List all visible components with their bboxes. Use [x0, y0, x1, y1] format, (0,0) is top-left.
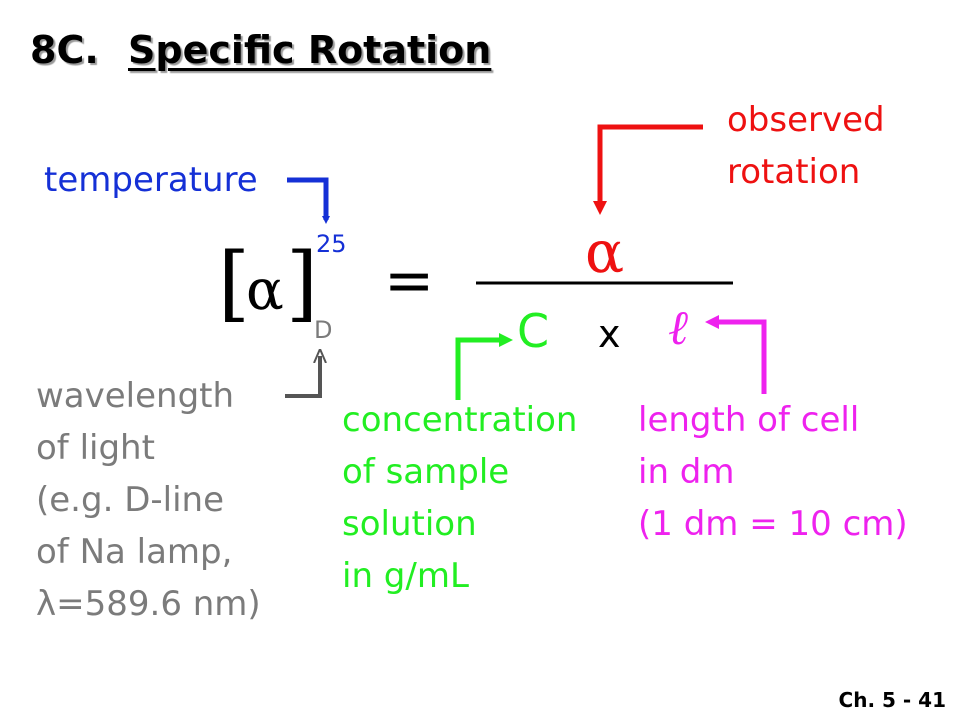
- wavelength-line: λ=589.6 nm): [36, 584, 261, 624]
- formula-equals: =: [384, 246, 435, 316]
- wavelength-arrow: [285, 356, 320, 398]
- wavelength-line: (e.g. D-line: [36, 480, 224, 520]
- length-line: in dm: [638, 452, 735, 492]
- length-label: length of cell in dm (1 dm = 10 cm): [638, 394, 908, 550]
- formula-bracket-close: ]: [286, 236, 318, 331]
- wavelength-line: of Na lamp,: [36, 532, 233, 572]
- page-title: Specific Rotation: [128, 28, 492, 72]
- length-line: (1 dm = 10 cm): [638, 504, 908, 544]
- temperature-label: temperature: [44, 160, 258, 200]
- formula-times: x: [598, 312, 621, 356]
- observed-line: observed: [727, 100, 885, 140]
- section-number: 8C.: [30, 28, 99, 72]
- concentration-line: concentration: [342, 400, 578, 440]
- wavelength-line: wavelength: [36, 376, 235, 416]
- slide-number: Ch. 5 - 41: [838, 688, 946, 712]
- formula-concentration: C: [517, 304, 550, 358]
- concentration-line: of sample: [342, 452, 510, 492]
- concentration-line: solution: [342, 504, 477, 544]
- concentration-line: in g/mL: [342, 556, 469, 596]
- length-line: length of cell: [638, 400, 860, 440]
- observed-line: rotation: [727, 152, 861, 192]
- observed-rotation-label: observed rotation: [727, 94, 885, 198]
- concentration-arrow: [455, 333, 513, 400]
- observed-rotation-arrow: [593, 124, 703, 215]
- wavelength-line: of light: [36, 428, 155, 468]
- length-arrow: [705, 315, 767, 394]
- wavelength-subscript: D: [314, 316, 333, 344]
- formula-alpha-lhs: α: [246, 258, 284, 323]
- temperature-arrow: [287, 177, 330, 224]
- formula-alpha-numerator: α: [585, 218, 625, 286]
- temperature-superscript: 25: [316, 230, 347, 258]
- formula-bracket-open: [: [218, 236, 250, 331]
- formula-length: ℓ: [668, 300, 688, 356]
- concentration-label: concentration of sample solution in g/mL: [342, 394, 577, 602]
- wavelength-label: wavelength of light (e.g. D-line of Na l…: [36, 370, 261, 630]
